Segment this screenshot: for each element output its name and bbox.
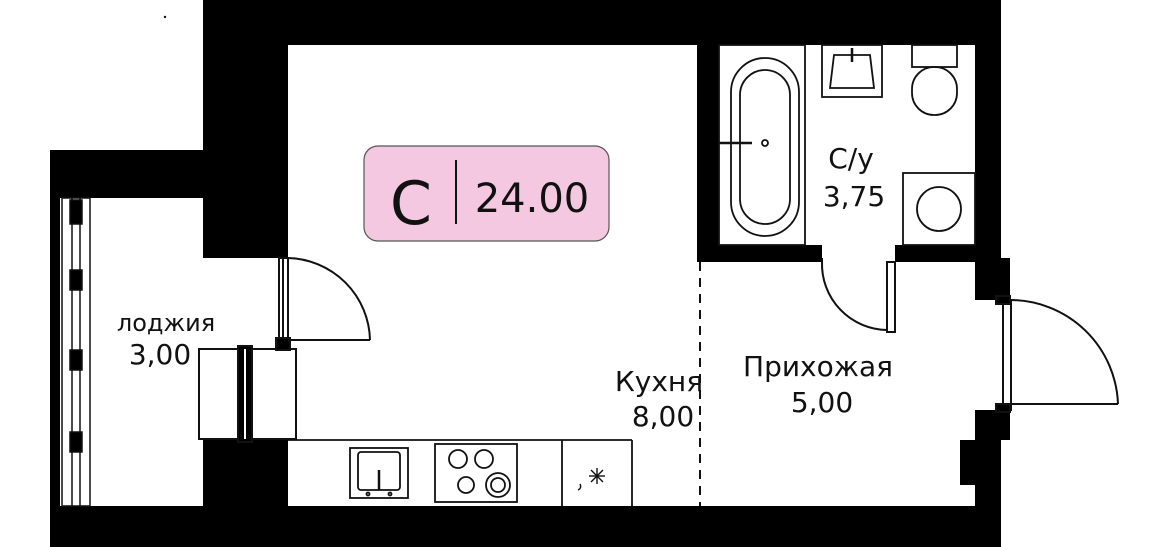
bathroom-door (820, 258, 896, 333)
bathroom-sink (821, 44, 883, 98)
walls (50, 0, 1010, 547)
kitchen-sink (349, 447, 409, 499)
badge-background (363, 145, 610, 242)
balcony-door (198, 257, 371, 443)
bathtub (718, 44, 806, 246)
loggia-area: 3,00 (129, 338, 191, 371)
dot-marker (163, 15, 167, 19)
hallway-name: Прихожая (743, 350, 893, 383)
washing-machine (902, 172, 976, 246)
loggia-name: лоджия (117, 309, 215, 337)
kitchen-area: 8,00 (632, 400, 694, 433)
cooktop (434, 443, 518, 503)
fridge-symbol (577, 468, 605, 491)
entrance-door (995, 295, 1119, 413)
kitchen-counter (288, 439, 633, 506)
apartment-badge: С 24.00 (363, 145, 610, 242)
badge-area: 24.00 (475, 176, 590, 222)
bathroom-name: С/у (828, 142, 874, 175)
bathroom-area: 3,75 (823, 180, 885, 213)
hallway-area: 5,00 (791, 386, 853, 419)
toilet (911, 44, 958, 116)
loggia-window (61, 197, 91, 507)
kitchen-name: Кухня (615, 365, 703, 398)
badge-type-letter: С (390, 169, 432, 239)
